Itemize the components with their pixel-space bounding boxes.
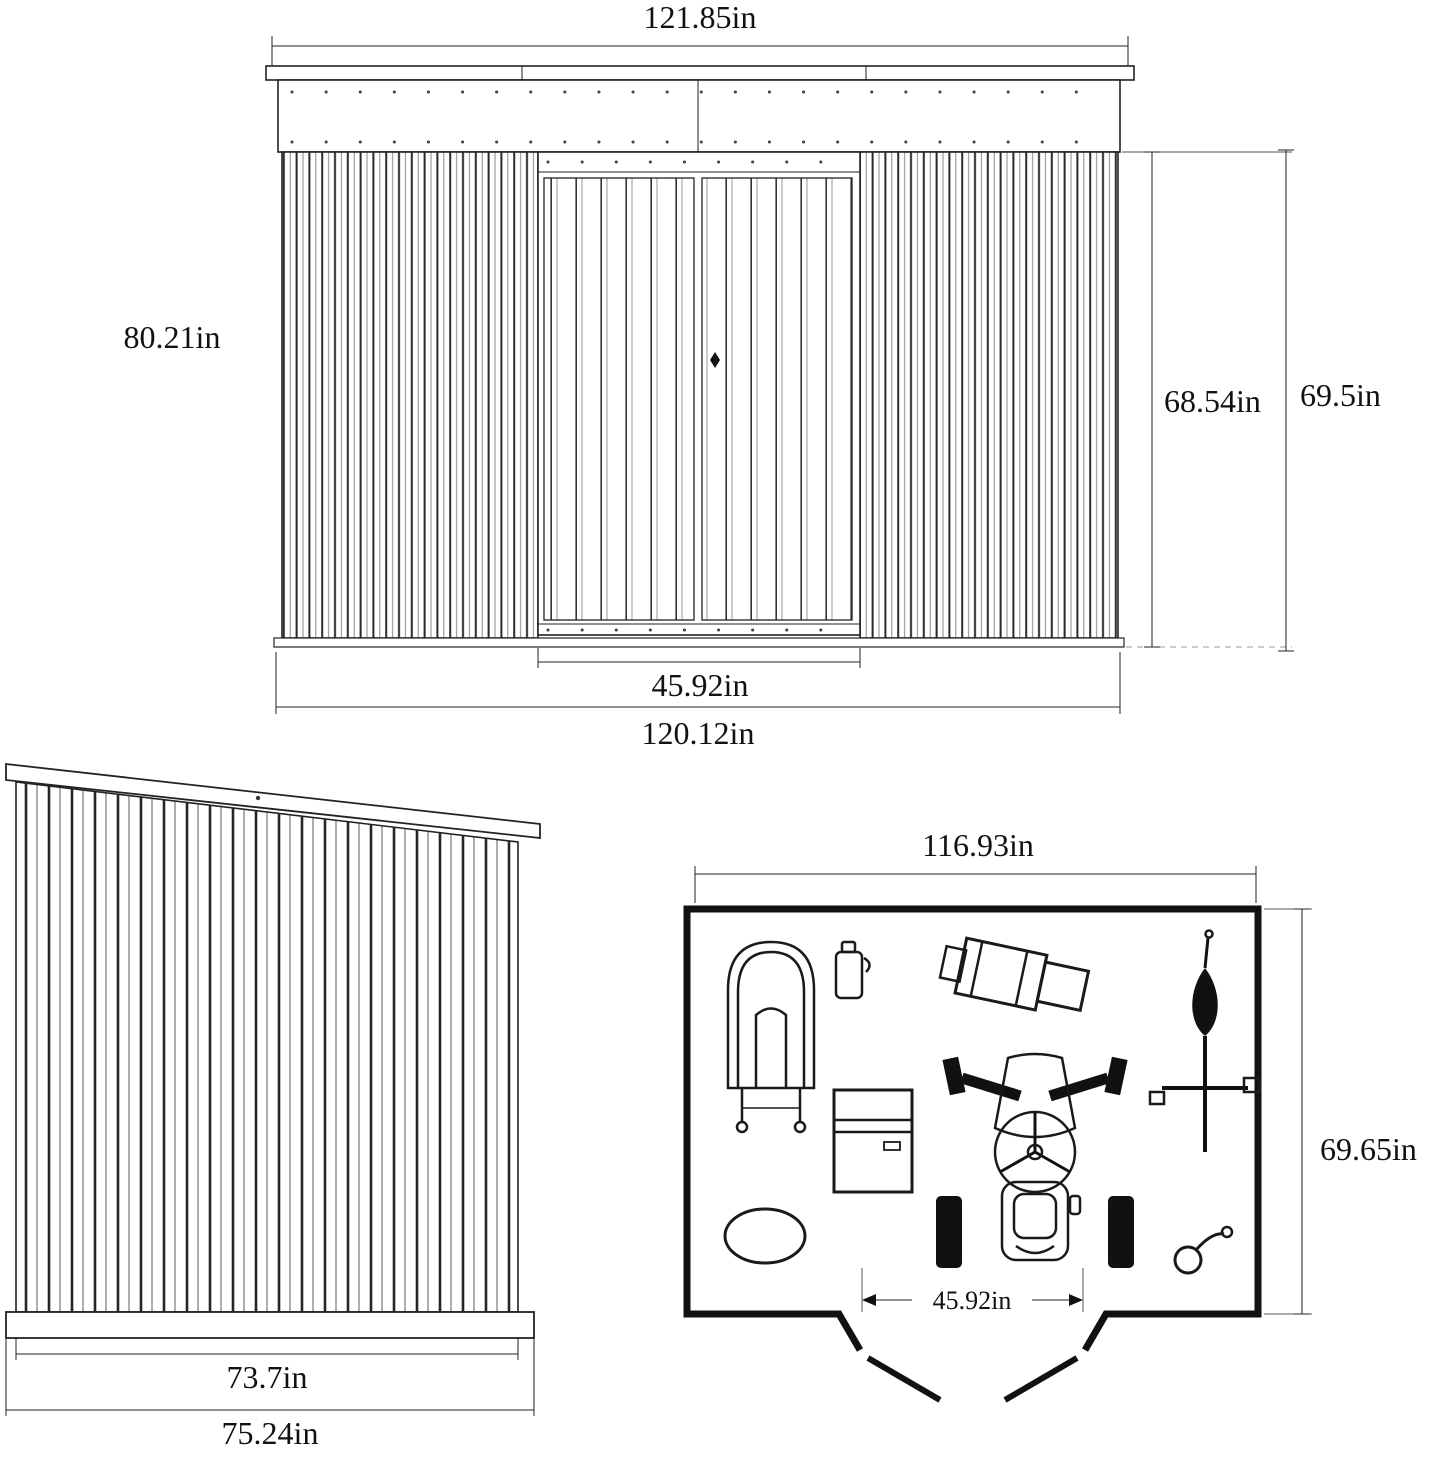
front-wall-height-label: 68.54in <box>1164 383 1261 419</box>
roof-panel <box>265 65 1135 81</box>
dim-side-base-width: 75.24in <box>5 1338 535 1451</box>
dim-front-door-width: 45.92in <box>537 648 861 703</box>
door-handle-icon <box>710 352 720 368</box>
front-total-height-label: 69.5in <box>1300 377 1381 413</box>
side-view: 73.7in 75.24in <box>5 762 541 1451</box>
open-door-left <box>866 1355 942 1403</box>
folding-chair-icon <box>726 940 816 1134</box>
right-wall-corrugated <box>859 151 1119 639</box>
dim-front-top-width: 121.85in <box>271 0 1129 68</box>
jar-icon <box>834 940 871 1000</box>
dim-front-total-height: 69.5in <box>1278 149 1381 652</box>
dim-front-wall-height: 68.54in <box>1144 151 1261 648</box>
dim-front-base-width: 120.12in <box>275 652 1121 751</box>
front-door-width-label: 45.92in <box>652 667 749 703</box>
floor-plan-view: 116.93in 69.65in 45.92in <box>683 827 1417 1403</box>
double-doors <box>537 151 861 636</box>
open-door-right <box>1003 1355 1079 1403</box>
power-tool-icon <box>938 936 1091 1013</box>
front-base-width-label: 120.12in <box>642 715 755 751</box>
left-door-panel <box>543 177 695 621</box>
dim-side-wall-width: 73.7in <box>15 1338 519 1395</box>
dim-plan-door-opening: 45.92in <box>861 1268 1084 1315</box>
plan-walls <box>683 905 1262 1352</box>
edger-tool-icon <box>1148 929 1262 1152</box>
base-rail <box>273 637 1125 648</box>
oval-basin-icon <box>723 1207 807 1265</box>
side-base <box>5 1311 535 1339</box>
left-wall-corrugated <box>281 151 539 639</box>
cabinet-icon <box>832 1088 914 1194</box>
side-base-width-label: 75.24in <box>222 1415 319 1451</box>
front-overall-height-label: 80.21in <box>124 319 221 355</box>
scooter-icon <box>1173 1225 1234 1275</box>
side-wall-corrugated <box>15 781 519 1313</box>
side-roof-panel <box>5 762 541 840</box>
header-band <box>277 79 1121 153</box>
plan-depth-label: 69.65in <box>1320 1131 1417 1167</box>
roof-screw-icon <box>255 795 261 801</box>
side-wall-width-label: 73.7in <box>227 1359 308 1395</box>
right-door-panel <box>701 177 853 621</box>
front-view: 121.85in <box>124 0 1381 751</box>
plan-width-label: 116.93in <box>922 827 1034 863</box>
lawn-tractor-icon <box>936 1052 1134 1268</box>
plan-door-opening-label: 45.92in <box>933 1286 1012 1315</box>
front-top-width-label: 121.85in <box>644 0 757 35</box>
dim-plan-depth: 69.65in <box>1264 908 1417 1315</box>
dim-plan-width: 116.93in <box>694 827 1257 903</box>
